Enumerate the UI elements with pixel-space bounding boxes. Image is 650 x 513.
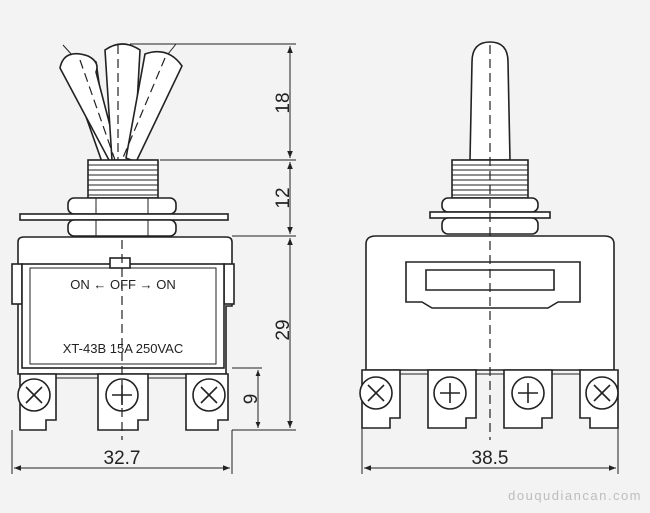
- front-view: ON ← OFF → ON XT-43B 15A 250VAC: [11, 43, 235, 440]
- front-body: [11, 236, 235, 375]
- dim-side-width: 38.5: [472, 448, 509, 469]
- front-nuts: [19, 197, 229, 237]
- dim-body-height: 29: [273, 319, 294, 340]
- dim-front-width: 32.7: [104, 448, 141, 469]
- front-terminals: [17, 373, 229, 431]
- dimension-lines: [11, 43, 619, 474]
- watermark-text: douqudiancan.com: [508, 488, 642, 503]
- front-levers: [59, 43, 183, 164]
- side-terminals: [359, 369, 619, 429]
- dim-bushing-height: 12: [273, 187, 294, 208]
- dim-terminal-height: 9: [241, 394, 262, 405]
- side-view: [359, 41, 619, 440]
- dim-lever-height: 18: [273, 92, 294, 113]
- plate-model-rating-text: XT-43B 15A 250VAC: [63, 341, 183, 356]
- front-bushing: [87, 159, 159, 199]
- plate-positions-text: ON ← OFF → ON: [70, 277, 175, 292]
